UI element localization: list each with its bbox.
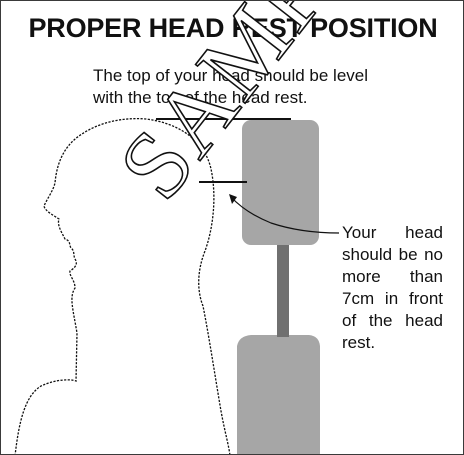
instruction-text: The top of your head should be level wit… [93, 65, 383, 109]
head-rest-post [277, 245, 289, 337]
person-silhouette [15, 119, 230, 455]
diagram-title: PROPER HEAD REST POSITION [1, 13, 464, 44]
seat-back-cushion [237, 335, 320, 455]
callout-text: Your head should be no more than 7cm in … [342, 222, 443, 354]
